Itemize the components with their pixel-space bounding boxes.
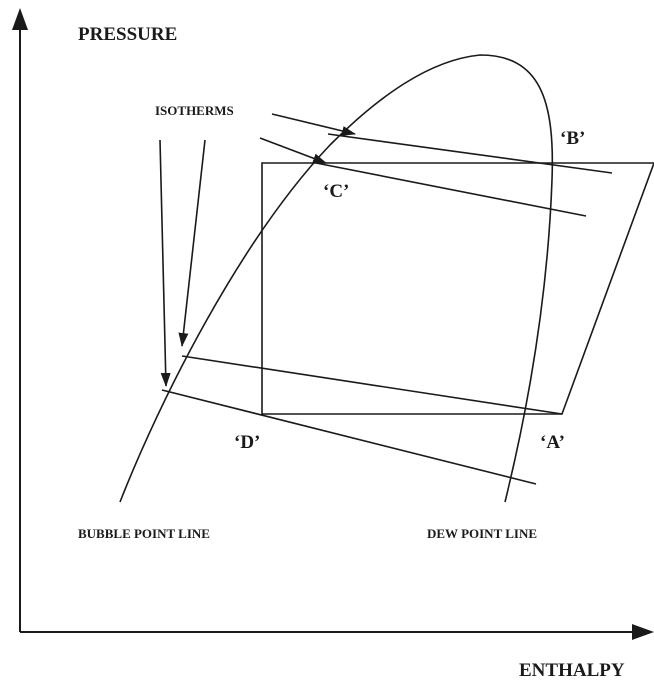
isotherm-line-4: [161, 389, 537, 485]
point-a-label: ‘A’: [540, 432, 565, 453]
isotherm-line-3: [181, 355, 563, 415]
point-b-label: ‘B’: [560, 128, 586, 149]
dew-point-line-label: DEW POINT LINE: [427, 526, 538, 541]
bubble-point-line-label: BUBBLE POINT LINE: [78, 526, 210, 541]
isotherm-pointer-arrow-1: [271, 113, 356, 136]
cycle-outline: [261, 162, 654, 415]
isotherm-line-1: [327, 133, 613, 174]
isotherm-pointer-arrow-4: [159, 139, 171, 387]
y-axis-label: PRESSURE: [78, 24, 178, 45]
isotherms-label: ISOTHERMS: [155, 103, 234, 118]
isotherm-pointer-arrow-3: [178, 139, 206, 347]
y-axis-arrowhead: [12, 8, 28, 30]
isotherm-line-2: [315, 162, 587, 217]
x-axis-label: ENTHALPY: [519, 660, 625, 681]
saturation-dome-curve: [119, 54, 554, 503]
point-c-label: ‘C’: [323, 181, 350, 202]
point-d-label: ‘D’: [234, 432, 261, 453]
x-axis-arrowhead: [632, 624, 654, 640]
isotherm-pointer-arrow-2: [259, 137, 327, 164]
